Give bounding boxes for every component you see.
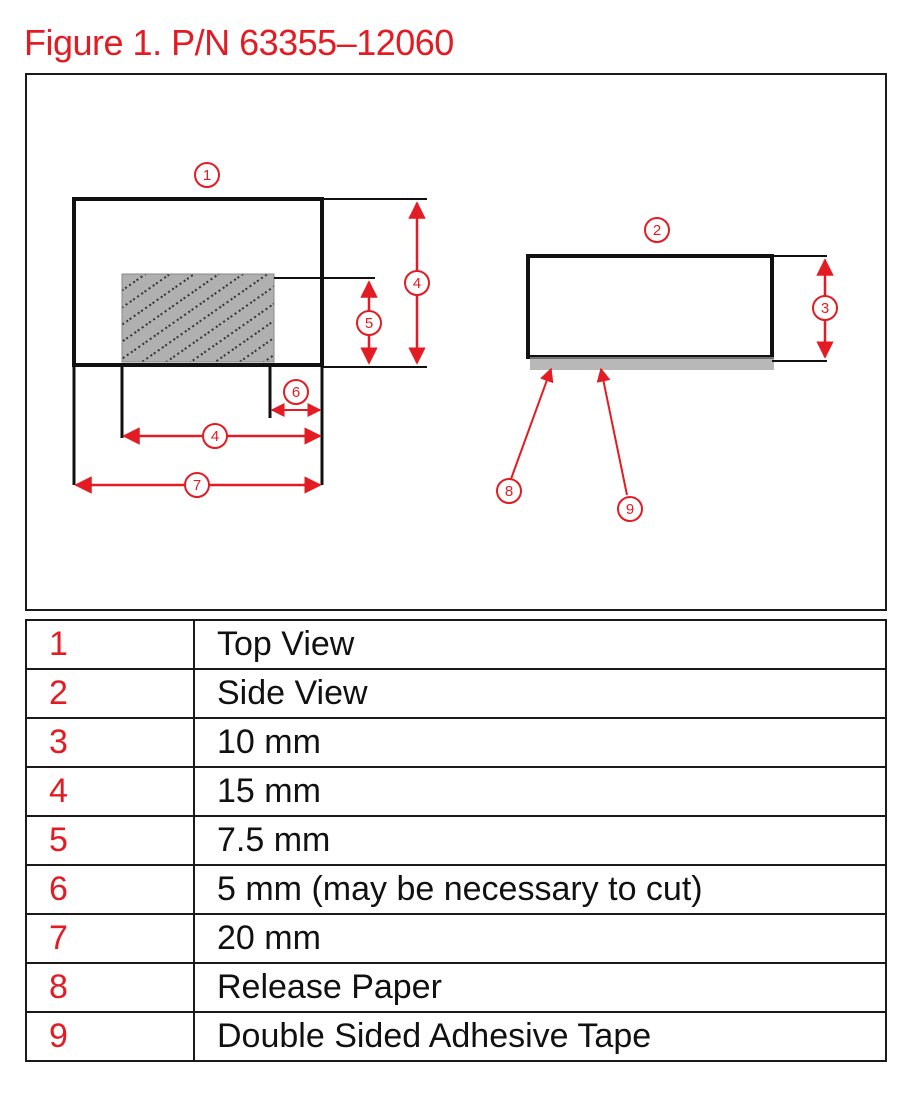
top-view-outline [72, 197, 324, 367]
callout-4-horizontal: 4 [202, 423, 228, 449]
table-row: 2 Side View [25, 668, 887, 719]
callout-3: 3 [812, 295, 838, 321]
leader-line-9 [596, 367, 628, 496]
side-view-outline [526, 254, 774, 359]
callout-8: 8 [496, 478, 522, 504]
top-view [72, 197, 427, 485]
figure-title: Figure 1. P/N 63355–12060 [24, 22, 454, 63]
table-row: 5 7.5 mm [25, 815, 887, 866]
svg-text:8: 8 [505, 483, 513, 500]
legend-description: 15 mm [193, 766, 887, 817]
legend-description: 10 mm [193, 717, 887, 768]
svg-text:7: 7 [193, 477, 201, 494]
legend-number: 1 [25, 619, 195, 670]
svg-text:6: 6 [292, 384, 300, 401]
adhesive-patch [121, 273, 275, 363]
legend-description: 5 mm (may be necessary to cut) [193, 864, 887, 915]
legend-number: 9 [25, 1011, 195, 1062]
release-paper-layer [530, 357, 774, 370]
callout-6: 6 [283, 379, 309, 405]
callout-9: 9 [617, 496, 643, 522]
table-row: 9 Double Sided Adhesive Tape [25, 1011, 887, 1062]
legend-description: Release Paper [193, 962, 887, 1013]
table-row: 7 20 mm [25, 913, 887, 964]
svg-text:2: 2 [653, 222, 661, 239]
table-row: 1 Top View [25, 619, 887, 670]
legend-number: 6 [25, 864, 195, 915]
legend-table: 1 Top View 2 Side View 3 10 mm 4 15 mm 5… [25, 619, 887, 1062]
legend-number: 5 [25, 815, 195, 866]
svg-text:3: 3 [821, 300, 829, 317]
legend-description: Side View [193, 668, 887, 719]
svg-text:9: 9 [626, 501, 634, 518]
table-row: 6 5 mm (may be necessary to cut) [25, 864, 887, 915]
table-row: 3 10 mm [25, 717, 887, 768]
dimension-diagram: 1 2 3 4 5 6 4 7 [72, 162, 838, 522]
legend-description: Top View [193, 619, 887, 670]
callout-2: 2 [644, 217, 670, 243]
legend-description: Double Sided Adhesive Tape [193, 1011, 887, 1062]
callout-7: 7 [184, 472, 210, 498]
legend-number: 2 [25, 668, 195, 719]
callout-5: 5 [356, 310, 382, 336]
table-row: 8 Release Paper [25, 962, 887, 1013]
figure-diagram-frame: 1 2 3 4 5 6 4 7 [25, 73, 887, 611]
legend-number: 8 [25, 962, 195, 1013]
callout-4-vertical: 4 [404, 270, 430, 296]
side-view [526, 254, 827, 370]
svg-text:5: 5 [365, 315, 373, 332]
legend-number: 4 [25, 766, 195, 817]
svg-text:4: 4 [211, 428, 219, 445]
legend-description: 7.5 mm [193, 815, 887, 866]
callout-1: 1 [194, 162, 220, 188]
legend-number: 7 [25, 913, 195, 964]
legend-description: 20 mm [193, 913, 887, 964]
leader-line-8 [510, 367, 554, 480]
svg-text:4: 4 [413, 275, 421, 292]
legend-number: 3 [25, 717, 195, 768]
svg-text:1: 1 [203, 167, 211, 184]
table-row: 4 15 mm [25, 766, 887, 817]
